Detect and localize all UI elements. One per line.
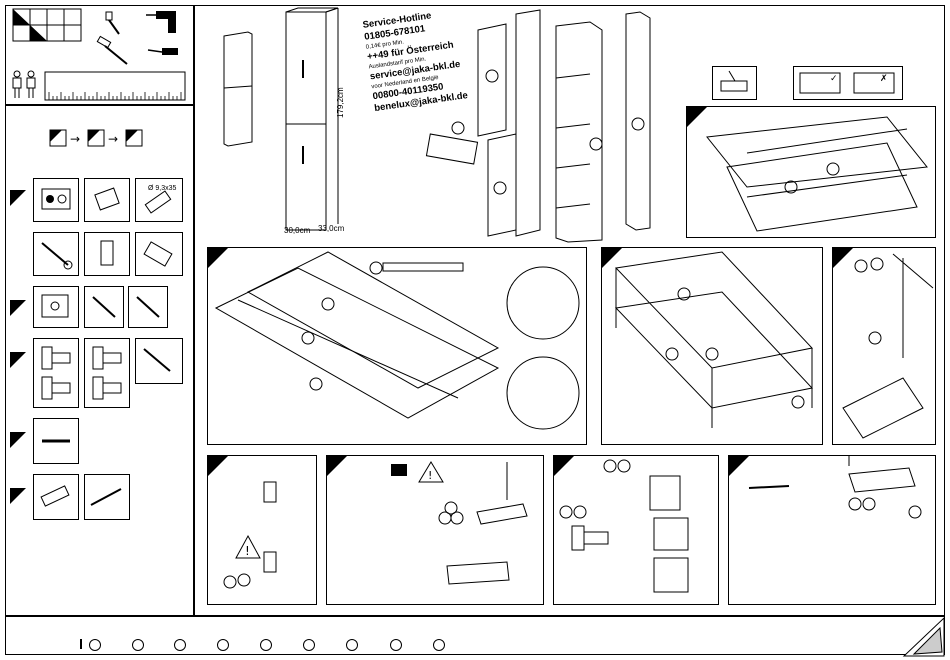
footer-checkbox-7[interactable] — [346, 639, 358, 651]
cam-lock-part — [33, 178, 79, 222]
plastic-dowel-part — [84, 232, 130, 276]
step-panel-4 — [832, 247, 936, 445]
svg-text:→: → — [70, 132, 80, 146]
footer-checkbox-6[interactable] — [303, 639, 315, 651]
step-panel-1 — [686, 106, 936, 238]
width-dimension: 30,0cm — [284, 226, 310, 235]
svg-text:!: ! — [245, 544, 250, 558]
footer-checkbox-1[interactable] — [89, 639, 101, 651]
cleaning-icon-box — [712, 66, 757, 100]
wall-plug-part — [33, 474, 79, 520]
wall-screw-part — [84, 474, 130, 520]
step-panel-3 — [601, 247, 823, 445]
cabinet-small-drawing — [220, 30, 256, 146]
carcass-drawing — [550, 18, 610, 244]
footer-checkbox-9[interactable] — [433, 639, 445, 651]
step-panel-6: ! — [326, 455, 544, 605]
parts-grid-icon — [13, 9, 83, 43]
section-marker-1 — [10, 190, 26, 206]
svg-text:✓: ✓ — [830, 74, 838, 84]
cabinet-front-drawing — [284, 6, 344, 238]
step-panel-8 — [728, 455, 936, 605]
page-curl-icon[interactable] — [904, 618, 944, 656]
sidebar-top-divider — [5, 104, 194, 106]
footer-checkbox-8[interactable] — [390, 639, 402, 651]
ruler-icon — [45, 72, 187, 102]
push-latch-part — [33, 286, 79, 328]
allen-key-icon — [103, 10, 123, 38]
connector-bolt-part — [84, 178, 130, 222]
step-panel-2 — [207, 247, 587, 445]
svg-text:!: ! — [428, 469, 432, 482]
footer-checkbox-3[interactable] — [174, 639, 186, 651]
two-persons-icon — [10, 70, 40, 100]
depth-dimension: 33,0cm — [318, 224, 344, 233]
screw-part-3 — [128, 286, 168, 328]
side-panel-drawing — [622, 12, 652, 230]
section-marker-3 — [10, 352, 26, 368]
sidebar-divider — [193, 5, 195, 616]
step-panel-7 — [553, 455, 719, 605]
step-sequence-icon: → → — [50, 128, 150, 150]
screw-part-1 — [33, 232, 79, 276]
dowel-part: Ø 9,3x35 — [135, 178, 183, 222]
footer-divider — [5, 615, 945, 617]
power-drill-icon — [146, 8, 186, 38]
section-marker-4 — [10, 432, 26, 448]
surface-care-icon-box: ✓ ✗ — [793, 66, 903, 100]
screw-part-2 — [84, 286, 124, 328]
svg-text:✗: ✗ — [880, 74, 888, 84]
hinge-part-2 — [84, 338, 130, 408]
bushing-part — [135, 232, 183, 276]
step-panel-5: ! — [207, 455, 317, 605]
section-marker-5 — [10, 488, 26, 504]
hammer-icon — [95, 36, 135, 70]
footer-marker — [80, 639, 82, 649]
hinge-part-1 — [33, 338, 79, 408]
section-marker-2 — [10, 300, 26, 316]
screw-part-4 — [135, 338, 183, 384]
screwdriver-icon — [148, 42, 182, 62]
footer-checkbox-4[interactable] — [217, 639, 229, 651]
height-dimension: 179,2cm — [336, 87, 345, 118]
door-panels-drawing — [428, 10, 548, 242]
shelf-pin-part — [33, 418, 79, 464]
footer-checkbox-5[interactable] — [260, 639, 272, 651]
svg-text:→: → — [108, 132, 118, 146]
footer-checkbox-2[interactable] — [132, 639, 144, 651]
